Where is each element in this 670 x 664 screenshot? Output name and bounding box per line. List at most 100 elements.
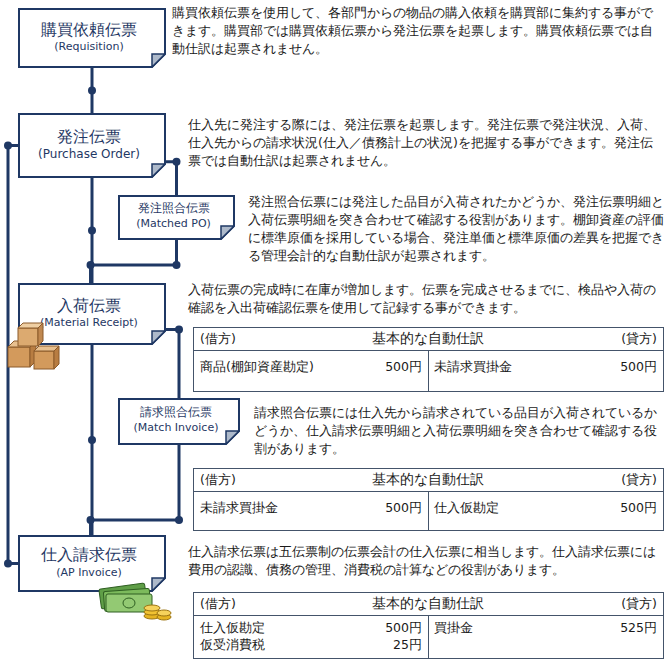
table-cell: 500円	[565, 500, 657, 516]
table-cell: 500円	[565, 359, 657, 375]
box-shape	[8, 347, 30, 367]
box-subtitle: (Material Receipt)	[40, 316, 138, 329]
table-cell: 500円	[330, 500, 422, 516]
table-cell: 500円	[330, 620, 422, 636]
junction-dot	[87, 261, 95, 269]
box-subtitle: (Matched PO)	[136, 217, 211, 230]
box-shape	[30, 341, 36, 367]
journal-table	[193, 469, 664, 531]
box-subtitle: (Purchase Order)	[38, 147, 140, 161]
table-rule	[428, 615, 429, 658]
description-text: 入荷伝票の完成時に在庫が増加します。伝票を完成させるまでに、検品や入荷の確認を入…	[188, 281, 664, 317]
folded-corner	[152, 54, 165, 67]
document-shape	[19, 9, 165, 67]
document-box: 入荷伝票(Material Receipt)	[18, 283, 166, 345]
table-cell: 基本的な自動仕訳	[193, 471, 663, 487]
table-cell: (借方)	[200, 472, 290, 488]
flow-connector	[91, 240, 177, 283]
table-cell: (借方)	[200, 331, 290, 347]
box-shape	[38, 323, 43, 346]
box-text-group: 入荷伝票(Material Receipt)	[18, 283, 160, 341]
junction-dot	[4, 560, 12, 568]
box-title: 発注照合伝票	[138, 201, 210, 217]
folded-corner	[152, 331, 165, 344]
bill-shape	[99, 583, 147, 609]
journal-table	[193, 328, 664, 392]
table-border	[194, 469, 664, 531]
document-box: 請求照合伝票(Match Invoice)	[118, 398, 240, 445]
document-box: 発注照合伝票(Matched PO)	[118, 195, 235, 240]
box-shape	[8, 341, 36, 347]
coin-shape	[144, 609, 160, 615]
folded-corner	[226, 431, 239, 444]
box-shape	[34, 351, 54, 369]
boxes-icon	[8, 323, 59, 369]
box-subtitle: (Requisition)	[54, 40, 123, 53]
junction-dot	[88, 227, 96, 235]
junction-dot	[173, 261, 181, 269]
table-cell: (借方)	[200, 596, 290, 612]
folded-corner	[152, 164, 165, 177]
flow-connector	[8, 146, 18, 564]
journal-table	[193, 593, 664, 659]
table-cell: 未請求買掛金	[434, 359, 584, 375]
box-title: 入荷伝票	[57, 295, 121, 317]
document-shape	[19, 114, 165, 177]
coin-shape	[144, 605, 160, 611]
table-border	[194, 593, 664, 659]
table-cell: 仕入仮勘定	[200, 620, 400, 636]
table-rule	[428, 491, 429, 530]
table-cell: 500円	[330, 359, 422, 375]
bill-mark	[123, 598, 135, 608]
table-cell: 仮受消費税	[200, 637, 400, 653]
table-cell: 未請求買掛金	[200, 500, 400, 516]
coin-shape	[157, 614, 171, 620]
box-text-group: 仕入請求伝票(AP Invoice)	[18, 535, 160, 588]
box-title: 購買依頼伝票	[41, 19, 137, 41]
description-text: 購買依頼伝票を使用して、各部門からの物品の購入依頼を購買部に集約する事ができます…	[172, 4, 664, 58]
document-box: 発注伝票(Purchase Order)	[18, 113, 166, 178]
table-rule	[428, 350, 429, 391]
table-cell: (貸方)	[565, 331, 657, 347]
table-cell: (貸方)	[565, 472, 657, 488]
flow-connector	[166, 162, 177, 195]
description-text: 発注照合伝票には発注した品目が入荷されたかどうか、発注伝票明細と入荷伝票明細を突…	[248, 193, 664, 265]
junction-dot	[175, 326, 183, 334]
table-cell: 買掛金	[434, 620, 584, 636]
folded-corner	[221, 226, 234, 239]
junction-dot	[88, 87, 96, 95]
document-shape	[119, 196, 234, 239]
bill-shape	[103, 588, 150, 611]
junction-dot	[175, 516, 183, 524]
box-title: 仕入請求伝票	[41, 544, 137, 566]
table-border	[194, 328, 664, 392]
box-shape	[18, 323, 43, 328]
junction-dot	[88, 436, 96, 444]
box-subtitle: (AP Invoice)	[56, 566, 122, 579]
flow-connector	[166, 330, 179, 399]
folded-corner	[152, 578, 165, 591]
coin-shape	[157, 610, 171, 616]
document-box: 購買依頼伝票(Requisition)	[18, 8, 166, 68]
flow-connector	[91, 445, 179, 535]
table-cell: 仕入仮勘定	[434, 500, 584, 516]
table-cell: 基本的な自動仕訳	[193, 595, 663, 611]
box-title: 発注伝票	[57, 126, 121, 148]
junction-dot	[87, 516, 95, 524]
box-text-group: 発注伝票(Purchase Order)	[18, 113, 160, 174]
document-shape	[19, 284, 165, 344]
junction-dot	[173, 158, 181, 166]
box-shape	[18, 328, 38, 346]
table-cell: 25円	[330, 637, 422, 653]
document-shape	[119, 399, 239, 444]
description-text: 仕入先に発注する際には、発注伝票を起票します。発注伝票で発注状況、入荷、仕入先か…	[188, 116, 664, 170]
description-text: 請求照合伝票には仕入先から請求されている品目が入荷されているかどうか、仕入請求伝…	[254, 404, 664, 458]
box-title: 請求照合伝票	[140, 405, 212, 421]
table-cell: 基本的な自動仕訳	[193, 330, 663, 346]
box-shape	[34, 346, 59, 351]
table-cell: (貸方)	[565, 596, 657, 612]
bill-shape	[106, 594, 152, 612]
junction-dot	[4, 142, 12, 150]
